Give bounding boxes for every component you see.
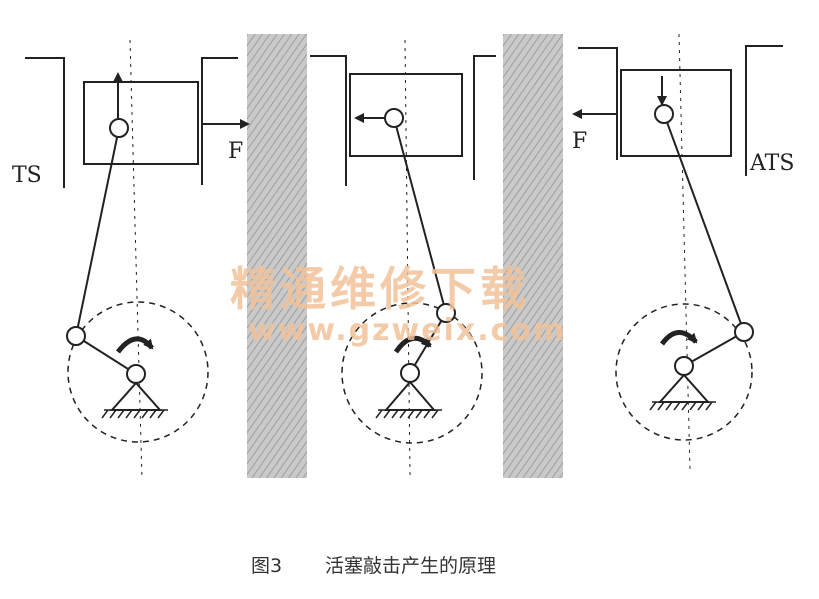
separator-band-right <box>503 34 563 478</box>
crank-pin <box>734 322 754 342</box>
panel-middle <box>310 39 496 476</box>
crank-pin <box>66 326 86 346</box>
curved-arrow-icon <box>393 335 432 354</box>
label-ts: TS <box>12 163 42 188</box>
crank-arm <box>75 335 137 375</box>
piston-pin <box>654 104 674 124</box>
separator-band-left <box>247 34 307 478</box>
crank-center <box>674 356 694 376</box>
ground-support-icon <box>383 380 437 411</box>
cylinder-wall-left <box>578 47 618 160</box>
caption-figure-number: 图3 <box>251 555 282 577</box>
cylinder-wall-left <box>25 57 65 188</box>
label-force-right: F <box>572 129 587 154</box>
crank-center <box>400 363 420 383</box>
cylinder-wall-left <box>310 55 347 186</box>
label-force-left: F <box>228 139 243 164</box>
panel-ats <box>572 33 783 471</box>
crank-arm <box>683 331 745 367</box>
connecting-rod <box>663 113 745 333</box>
label-ats: ATS <box>749 151 794 176</box>
piston-pin <box>109 118 129 138</box>
crank-pin <box>436 303 456 323</box>
centerline <box>129 39 143 481</box>
centerline <box>678 33 691 471</box>
watermark-url: www.gzweix.com <box>248 313 566 348</box>
ground-support-icon <box>109 381 163 411</box>
ground-hatch <box>101 409 168 419</box>
caption-title: 活塞敲击产生的原理 <box>325 555 496 577</box>
crank-circle <box>341 302 483 444</box>
piston <box>83 81 199 165</box>
cylinder-wall-right <box>473 55 496 180</box>
crank-center <box>126 364 146 384</box>
crank-circle <box>615 303 753 441</box>
piston <box>620 69 732 157</box>
piston-pin <box>384 108 404 128</box>
ground-support-icon <box>657 373 711 403</box>
curved-arrow-icon <box>116 336 154 354</box>
connecting-rod <box>75 127 120 337</box>
cylinder-wall-right <box>201 57 238 185</box>
panel-ts <box>25 39 250 481</box>
centerline <box>404 39 411 476</box>
ground-hatch <box>375 409 442 419</box>
watermark-cn: 精通维修下载 <box>230 262 530 316</box>
crank-circle <box>67 301 209 443</box>
connecting-rod <box>393 117 447 314</box>
cylinder-wall-right <box>745 45 783 176</box>
ground-hatch <box>649 401 716 411</box>
curved-arrow-icon <box>659 330 698 346</box>
piston <box>349 73 463 157</box>
